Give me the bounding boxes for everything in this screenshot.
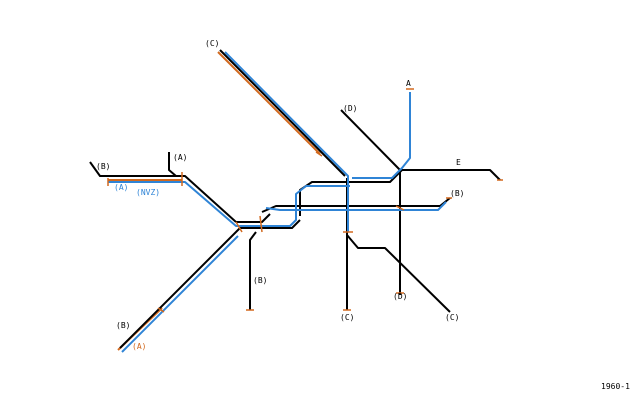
label-d-bottom: (D)	[393, 292, 407, 301]
label-a-left: (A)	[173, 153, 187, 162]
label-d-top: (D)	[343, 104, 357, 113]
tick-c-upper	[315, 151, 323, 157]
blue-line-northwest	[224, 51, 349, 232]
blue-line-north	[352, 92, 411, 179]
label-e-right: E	[456, 158, 461, 167]
label-b-right: (B)	[450, 189, 464, 198]
label-b-bottom-left: (B)	[116, 321, 130, 330]
blue-lines	[108, 51, 447, 353]
label-a-bottom-left: (A)	[132, 342, 146, 351]
label-a-top: A	[406, 79, 411, 88]
footer-stamp: 1960-1	[601, 382, 630, 391]
station-ticks	[107, 88, 503, 313]
tick-sw	[157, 307, 165, 313]
label-b-left: (B)	[96, 162, 110, 171]
line-b-southwest	[119, 227, 241, 349]
label-nvz: (NVZ)	[136, 188, 160, 197]
line-spur-connector	[240, 219, 301, 229]
blue-line-east	[265, 201, 447, 211]
line-upper-crosstown	[299, 169, 403, 216]
line-c-northwest	[219, 49, 346, 177]
line-d-northeast	[340, 109, 401, 295]
line-b-west	[89, 161, 237, 223]
line-a-west-hook	[168, 152, 177, 177]
line-central-junction	[236, 213, 271, 223]
line-b-middle-spur	[249, 231, 257, 310]
label-a-left-blue: (A)	[114, 183, 128, 192]
labels: (C) A (D) E (B) (B) (A) (A) (NVZ) (B) (D…	[96, 39, 464, 351]
blue-line-west	[108, 181, 350, 227]
blue-line-southwest	[121, 235, 239, 353]
tick-center-2	[395, 205, 405, 211]
orange-line-northwest	[217, 51, 321, 155]
line-e-east	[400, 169, 501, 181]
tick-center-4	[259, 215, 263, 233]
tick-center-3	[235, 221, 243, 233]
label-c-bottom: (C)	[340, 313, 354, 322]
label-b-mid: (B)	[253, 276, 267, 285]
label-c-bottom-right: (C)	[445, 313, 459, 322]
label-c-top: (C)	[205, 39, 219, 48]
line-c-southeast	[346, 234, 451, 313]
